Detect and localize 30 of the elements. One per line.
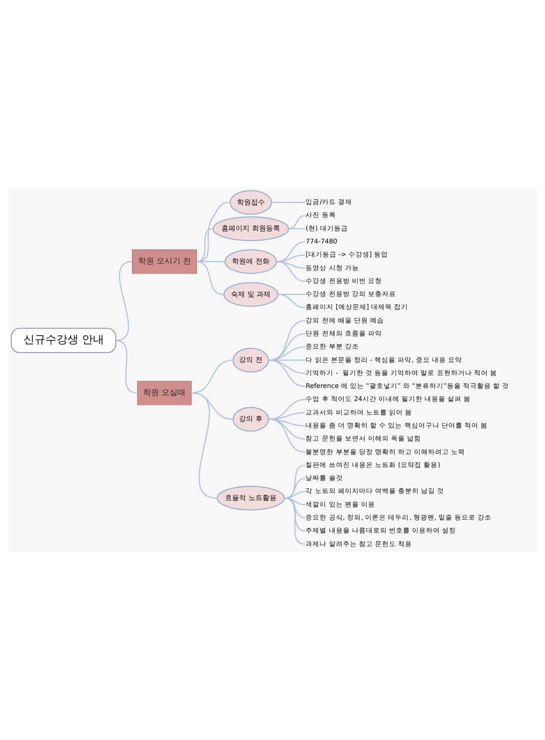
connector (269, 333, 306, 361)
connector (269, 360, 306, 374)
connector (116, 340, 137, 394)
connector (284, 498, 306, 545)
connector (284, 478, 306, 499)
connector (277, 254, 306, 262)
connector (278, 294, 306, 308)
connector (288, 228, 306, 230)
connector (192, 360, 232, 394)
connector (116, 261, 132, 341)
connector (269, 360, 306, 361)
connector (196, 228, 214, 262)
connector (272, 202, 306, 203)
connector (277, 261, 306, 282)
connector (288, 215, 306, 230)
connector (269, 320, 306, 361)
connector (192, 392, 217, 499)
node-box: 신규수강생 안내 (10, 328, 116, 354)
connector (269, 346, 306, 361)
connector (196, 261, 225, 262)
connector (277, 261, 306, 269)
connector (277, 241, 306, 262)
connector (196, 202, 230, 262)
connector (284, 498, 306, 532)
connector (269, 399, 306, 420)
connector (196, 261, 224, 295)
connector (269, 418, 306, 453)
connector (269, 360, 306, 387)
connector (269, 412, 306, 420)
connector (284, 464, 306, 499)
